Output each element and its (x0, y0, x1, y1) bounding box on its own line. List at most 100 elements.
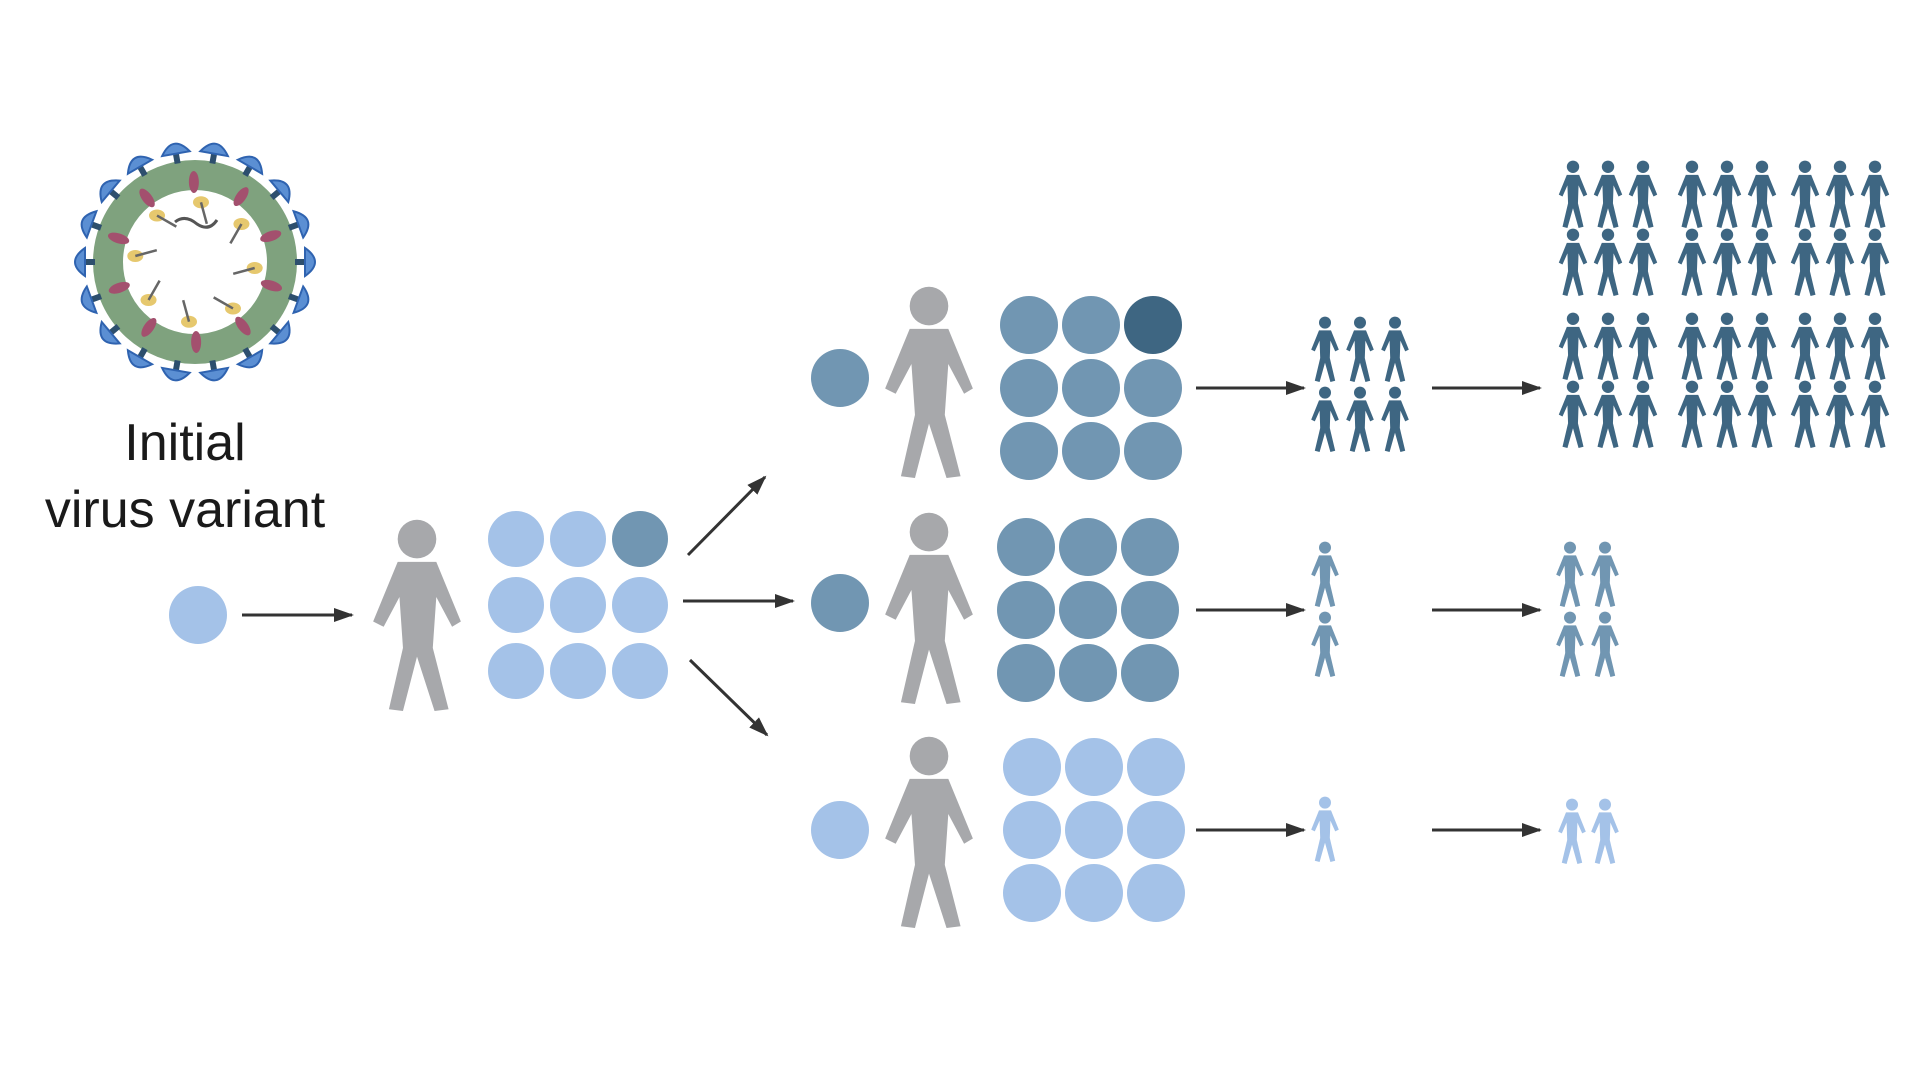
spike-protein (99, 179, 122, 205)
membrane-protein (188, 171, 199, 194)
variant-circle (1127, 864, 1185, 922)
variant-circle (1124, 296, 1182, 354)
variant-circle (1065, 738, 1123, 796)
person-icon (1593, 312, 1623, 380)
variant-circle (612, 643, 668, 699)
person-icon (1558, 228, 1588, 296)
bottom-host-person-icon (885, 736, 973, 928)
person-icon (1311, 611, 1339, 677)
variant-circle (1059, 518, 1117, 576)
person-icon (1677, 228, 1707, 296)
variant-circle (1000, 359, 1058, 417)
spike-protein (126, 155, 155, 176)
rna-strand (156, 214, 177, 228)
variant-circle (1065, 801, 1123, 859)
person-icon (1628, 312, 1658, 380)
person-icon (1556, 541, 1584, 607)
variant-circle (1065, 864, 1123, 922)
person-icon (1593, 380, 1623, 448)
variant-circle (1003, 738, 1061, 796)
top-branch (811, 160, 1890, 480)
person-icon (1591, 541, 1619, 607)
variant-circle (1124, 359, 1182, 417)
rna-strand (199, 201, 209, 225)
bottom-spread-wave-2 (1558, 798, 1619, 864)
coronavirus-illustration (74, 142, 316, 382)
person-icon (1712, 160, 1742, 228)
person-icon (1790, 160, 1820, 228)
membrane-protein (108, 281, 130, 294)
person-icon (1591, 611, 1619, 677)
person-icon (1712, 380, 1742, 448)
spike-protein (304, 246, 316, 278)
variant-circle (1003, 801, 1061, 859)
person-icon (1311, 796, 1339, 862)
person-icon (1591, 798, 1619, 864)
person-icon (1825, 228, 1855, 296)
rna-strand (229, 223, 243, 244)
person-icon (1311, 541, 1339, 607)
spike-protein (198, 366, 230, 382)
label-line-1: Initial (124, 414, 245, 472)
middle-variant-dot (811, 574, 869, 632)
bottom-variant-grid (1003, 738, 1185, 922)
person-icon (1346, 316, 1374, 382)
top-variant-dot (811, 349, 869, 407)
spike-protein (268, 319, 291, 345)
person-icon (1628, 160, 1658, 228)
person-icon (1747, 160, 1777, 228)
top-variant-grid (1000, 296, 1182, 480)
person-icon (1346, 386, 1374, 452)
person-icon (1677, 160, 1707, 228)
spike-protein (160, 366, 192, 382)
person-icon (1860, 228, 1890, 296)
variant-circle (1062, 296, 1120, 354)
person-icon (1381, 316, 1409, 382)
bottom-variant-dot (811, 801, 869, 859)
person-icon (1558, 380, 1588, 448)
person-icon (1825, 380, 1855, 448)
person-icon (1825, 160, 1855, 228)
person-icon (1593, 160, 1623, 228)
spike-protein (291, 284, 310, 315)
person-icon (1747, 312, 1777, 380)
spike-protein (74, 246, 86, 278)
membrane-protein (191, 330, 202, 353)
variant-circle (550, 643, 606, 699)
rna-strand (181, 299, 191, 323)
host-person-icon (373, 519, 461, 711)
person-icon (1311, 316, 1339, 382)
variant-circle (997, 581, 1055, 639)
person-icon (1860, 160, 1890, 228)
person-icon (1747, 228, 1777, 296)
membrane-protein (141, 317, 157, 337)
person-icon (1558, 798, 1586, 864)
spike-protein (235, 155, 264, 176)
rna-strand (174, 217, 219, 229)
spike-protein (235, 348, 264, 369)
spike-protein (80, 284, 99, 315)
rna-strand (147, 280, 161, 301)
membrane-protein (260, 279, 283, 292)
variant-circle (1000, 296, 1058, 354)
person-icon (1790, 228, 1820, 296)
initial-variant-dot (169, 586, 227, 644)
person-icon (1677, 380, 1707, 448)
person-icon (1825, 312, 1855, 380)
rna-strand (134, 248, 158, 258)
spike-protein (268, 179, 291, 205)
spike-protein (126, 348, 155, 369)
virus-core (125, 192, 265, 332)
initial-variant-label: Initial virus variant (45, 414, 326, 539)
spike-protein (291, 209, 310, 240)
person-icon (1790, 380, 1820, 448)
middle-spread-wave-2 (1556, 541, 1619, 677)
variant-circle (1059, 581, 1117, 639)
membrane-protein (139, 188, 155, 208)
membrane-protein (233, 187, 249, 207)
person-icon (1556, 611, 1584, 677)
initial-host-variant-grid (488, 511, 668, 699)
variant-circle (1121, 581, 1179, 639)
variant-circle (1003, 864, 1061, 922)
